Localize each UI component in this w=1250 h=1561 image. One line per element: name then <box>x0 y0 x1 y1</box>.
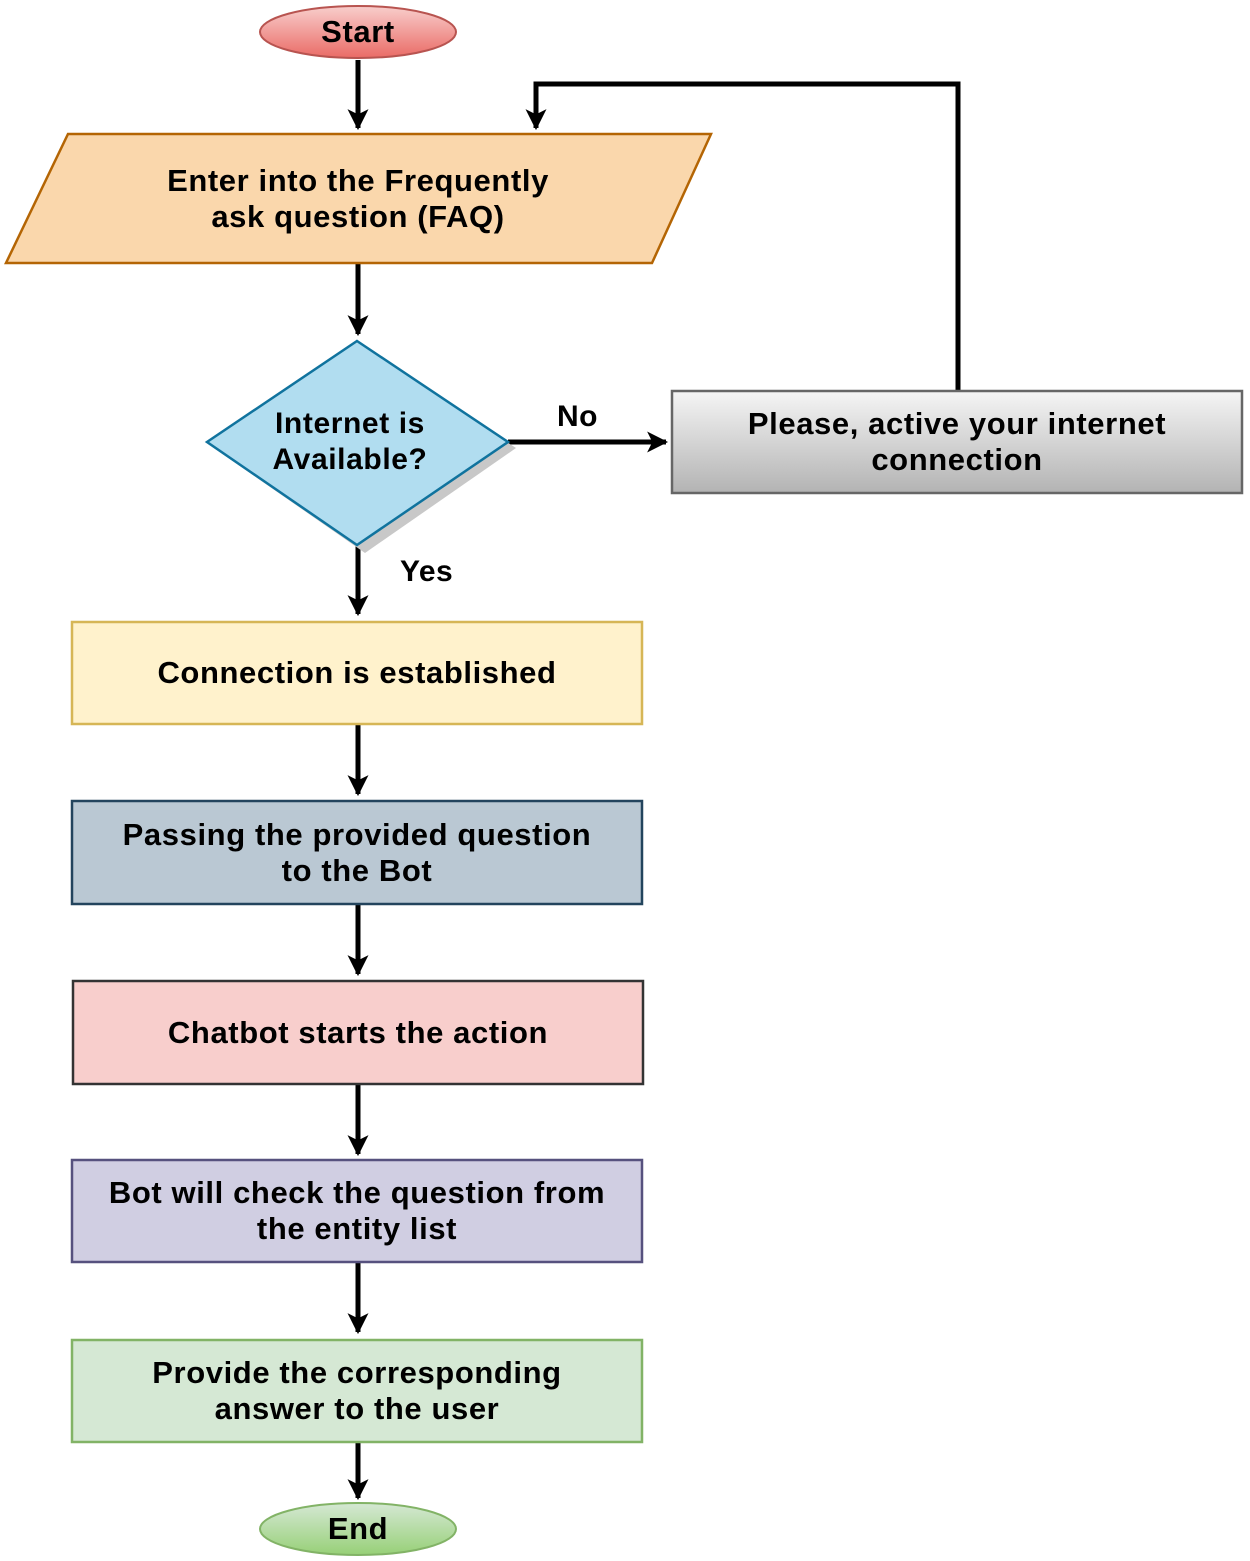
faq-label: Enter into the Frequently ask question (… <box>167 162 549 234</box>
faq-parallelogram <box>4 132 713 265</box>
check-box <box>70 1158 644 1264</box>
edge-label-no: No <box>557 400 598 433</box>
check-label: Bot will check the question from the ent… <box>108 1175 606 1246</box>
end-terminator <box>259 1502 457 1556</box>
end-label: End <box>327 1511 389 1546</box>
activate-box <box>670 389 1244 495</box>
chatbot-label: Chatbot starts the action <box>167 1014 549 1050</box>
chatbot-box <box>71 979 645 1086</box>
start-label: Start <box>321 14 395 49</box>
answer-box <box>70 1338 644 1444</box>
start-terminator <box>259 5 457 59</box>
connected-box <box>70 620 644 726</box>
edge-label-yes: Yes <box>400 555 454 588</box>
decision-label: Internet is Available? <box>272 407 428 476</box>
connected-label: Connection is established <box>157 655 557 690</box>
passing-box <box>70 799 644 906</box>
edge-activate-to-faq <box>525 81 961 390</box>
answer-label: Provide the corresponding answer to the … <box>152 1355 562 1426</box>
passing-label: Passing the provided question to the Bot <box>122 816 592 888</box>
decision-diamond <box>204 339 511 547</box>
activate-label: Please, active your internet connection <box>747 406 1167 477</box>
